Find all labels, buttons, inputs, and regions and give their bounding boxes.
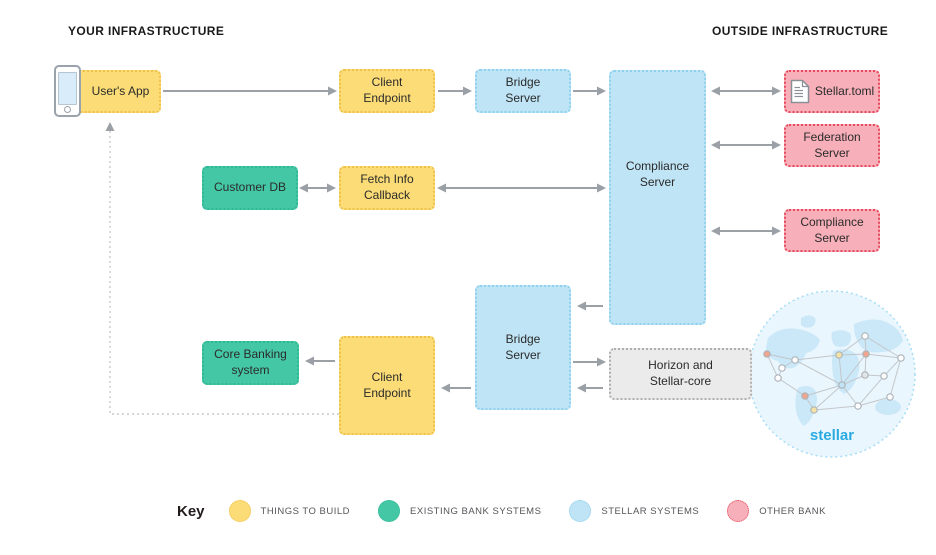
node-horizon-stellar-core: Horizon and Stellar-core — [609, 348, 752, 400]
node-client-endpoint-top: Client Endpoint — [339, 69, 435, 113]
legend-label-build: THINGS TO BUILD — [260, 505, 351, 517]
legend-item-stellar-systems: STELLAR SYSTEMS — [569, 500, 699, 522]
stellar-network-illustration: stellar — [746, 288, 918, 460]
legend: Key THINGS TO BUILD EXISTING BANK SYSTEM… — [177, 500, 854, 522]
world-map — [766, 315, 903, 426]
node-customer-db: Customer DB — [202, 166, 298, 210]
node-fetch-info-callback: Fetch Info Callback — [339, 166, 435, 210]
outside-infrastructure-heading: OUTSIDE INFRASTRUCTURE — [712, 24, 889, 38]
legend-label-other: OTHER BANK — [759, 505, 826, 517]
node-compliance-server-other-bank: Compliance Server — [784, 209, 880, 252]
node-core-banking-system: Core Banking system — [202, 341, 299, 385]
legend-swatch-existing — [378, 500, 401, 522]
phone-screen — [58, 72, 77, 105]
network-nodes — [763, 332, 905, 414]
legend-swatch-other — [727, 500, 750, 522]
legend-swatch-stellar — [569, 500, 592, 522]
legend-item-things-to-build: THINGS TO BUILD — [228, 500, 351, 522]
document-icon — [790, 79, 810, 104]
stellar-network-svg — [748, 290, 916, 458]
legend-label-existing: EXISTING BANK SYSTEMS — [410, 505, 542, 517]
node-bridge-server-bottom: Bridge Server — [475, 285, 571, 410]
legend-item-other-bank: OTHER BANK — [727, 500, 826, 522]
legend-swatch-build — [228, 500, 251, 522]
node-stellar-toml: Stellar.toml — [784, 70, 880, 113]
phone-home-button — [64, 106, 71, 113]
legend-label-stellar: STELLAR SYSTEMS — [601, 505, 700, 517]
stellar-wordmark: stellar — [809, 427, 855, 444]
phone-icon — [54, 65, 81, 117]
your-infrastructure-heading: YOUR INFRASTRUCTURE — [68, 24, 225, 38]
node-federation-server: Federation Server — [784, 124, 880, 167]
node-client-endpoint-bottom: Client Endpoint — [339, 336, 435, 435]
node-bridge-server-top: Bridge Server — [475, 69, 571, 113]
stellar-toml-label: Stellar.toml — [814, 83, 875, 98]
legend-title: Key — [177, 502, 205, 520]
legend-item-existing-bank-systems: EXISTING BANK SYSTEMS — [378, 500, 541, 522]
node-compliance-server: Compliance Server — [609, 70, 706, 325]
